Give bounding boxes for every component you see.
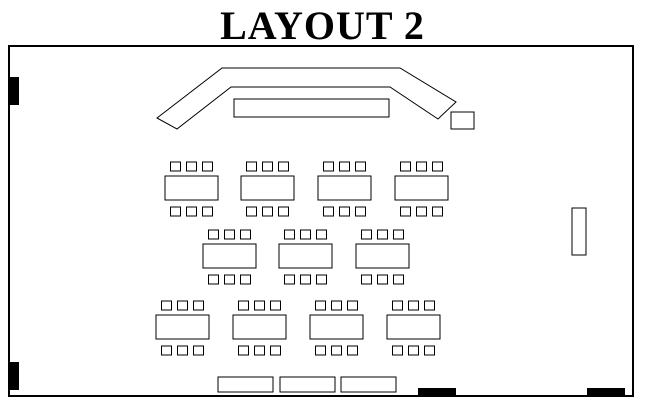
chair xyxy=(177,345,188,356)
chair xyxy=(246,161,257,172)
chair xyxy=(416,206,427,217)
chair xyxy=(240,274,251,285)
chair xyxy=(347,345,358,356)
chair xyxy=(393,229,404,240)
chair xyxy=(208,274,219,285)
chair xyxy=(323,161,334,172)
chair xyxy=(392,300,403,311)
chair xyxy=(186,206,197,217)
buffet-table-2 xyxy=(279,376,336,393)
chair xyxy=(400,161,411,172)
chair xyxy=(361,274,372,285)
chair xyxy=(424,300,435,311)
chair xyxy=(161,300,172,311)
chair xyxy=(284,229,295,240)
table xyxy=(232,314,287,340)
stage xyxy=(156,67,457,130)
chair xyxy=(170,206,181,217)
table xyxy=(202,243,257,269)
chair xyxy=(339,206,350,217)
table xyxy=(240,175,295,201)
chair xyxy=(315,300,326,311)
table xyxy=(317,175,372,201)
table xyxy=(309,314,364,340)
chair xyxy=(193,345,204,356)
chair xyxy=(347,300,358,311)
chair xyxy=(408,345,419,356)
chair xyxy=(355,206,366,217)
door-bottom-middle xyxy=(418,388,456,396)
chair xyxy=(432,206,443,217)
chair xyxy=(202,161,213,172)
chair xyxy=(193,300,204,311)
chair xyxy=(224,229,235,240)
chair xyxy=(186,161,197,172)
chair xyxy=(224,274,235,285)
chair xyxy=(316,274,327,285)
screen xyxy=(233,98,390,118)
chair xyxy=(424,345,435,356)
chair xyxy=(254,345,265,356)
chair xyxy=(323,206,334,217)
layout-title: LAYOUT 2 xyxy=(220,3,425,48)
buffet-table-1 xyxy=(217,376,274,393)
chair xyxy=(300,274,311,285)
chair xyxy=(400,206,411,217)
table xyxy=(394,175,449,201)
chair xyxy=(208,229,219,240)
chair xyxy=(339,161,350,172)
chair xyxy=(361,229,372,240)
chair xyxy=(170,161,181,172)
chair xyxy=(246,206,257,217)
table xyxy=(155,314,210,340)
chair xyxy=(377,229,388,240)
chair xyxy=(240,229,251,240)
chair xyxy=(161,345,172,356)
chair xyxy=(355,161,366,172)
chair xyxy=(331,300,342,311)
table xyxy=(278,243,333,269)
chair xyxy=(408,300,419,311)
chair xyxy=(202,206,213,217)
chair xyxy=(432,161,443,172)
table xyxy=(164,175,219,201)
chair xyxy=(278,206,289,217)
chair xyxy=(254,300,265,311)
chair xyxy=(270,345,281,356)
side-table xyxy=(571,207,587,256)
door-bottom-right xyxy=(587,388,625,396)
chair xyxy=(392,345,403,356)
door-left-bottom xyxy=(9,362,19,390)
chair xyxy=(238,300,249,311)
buffet-table-3 xyxy=(340,376,397,393)
chair xyxy=(262,161,273,172)
chair xyxy=(238,345,249,356)
chair xyxy=(315,345,326,356)
chair xyxy=(177,300,188,311)
chair xyxy=(262,206,273,217)
chair xyxy=(270,300,281,311)
door-left-top xyxy=(9,77,19,105)
chair xyxy=(278,161,289,172)
chair xyxy=(316,229,327,240)
chair xyxy=(331,345,342,356)
chair xyxy=(393,274,404,285)
table xyxy=(355,243,410,269)
podium xyxy=(450,111,475,130)
chair xyxy=(377,274,388,285)
room-outline xyxy=(8,45,634,397)
chair xyxy=(416,161,427,172)
chair xyxy=(300,229,311,240)
chair xyxy=(284,274,295,285)
table xyxy=(386,314,441,340)
